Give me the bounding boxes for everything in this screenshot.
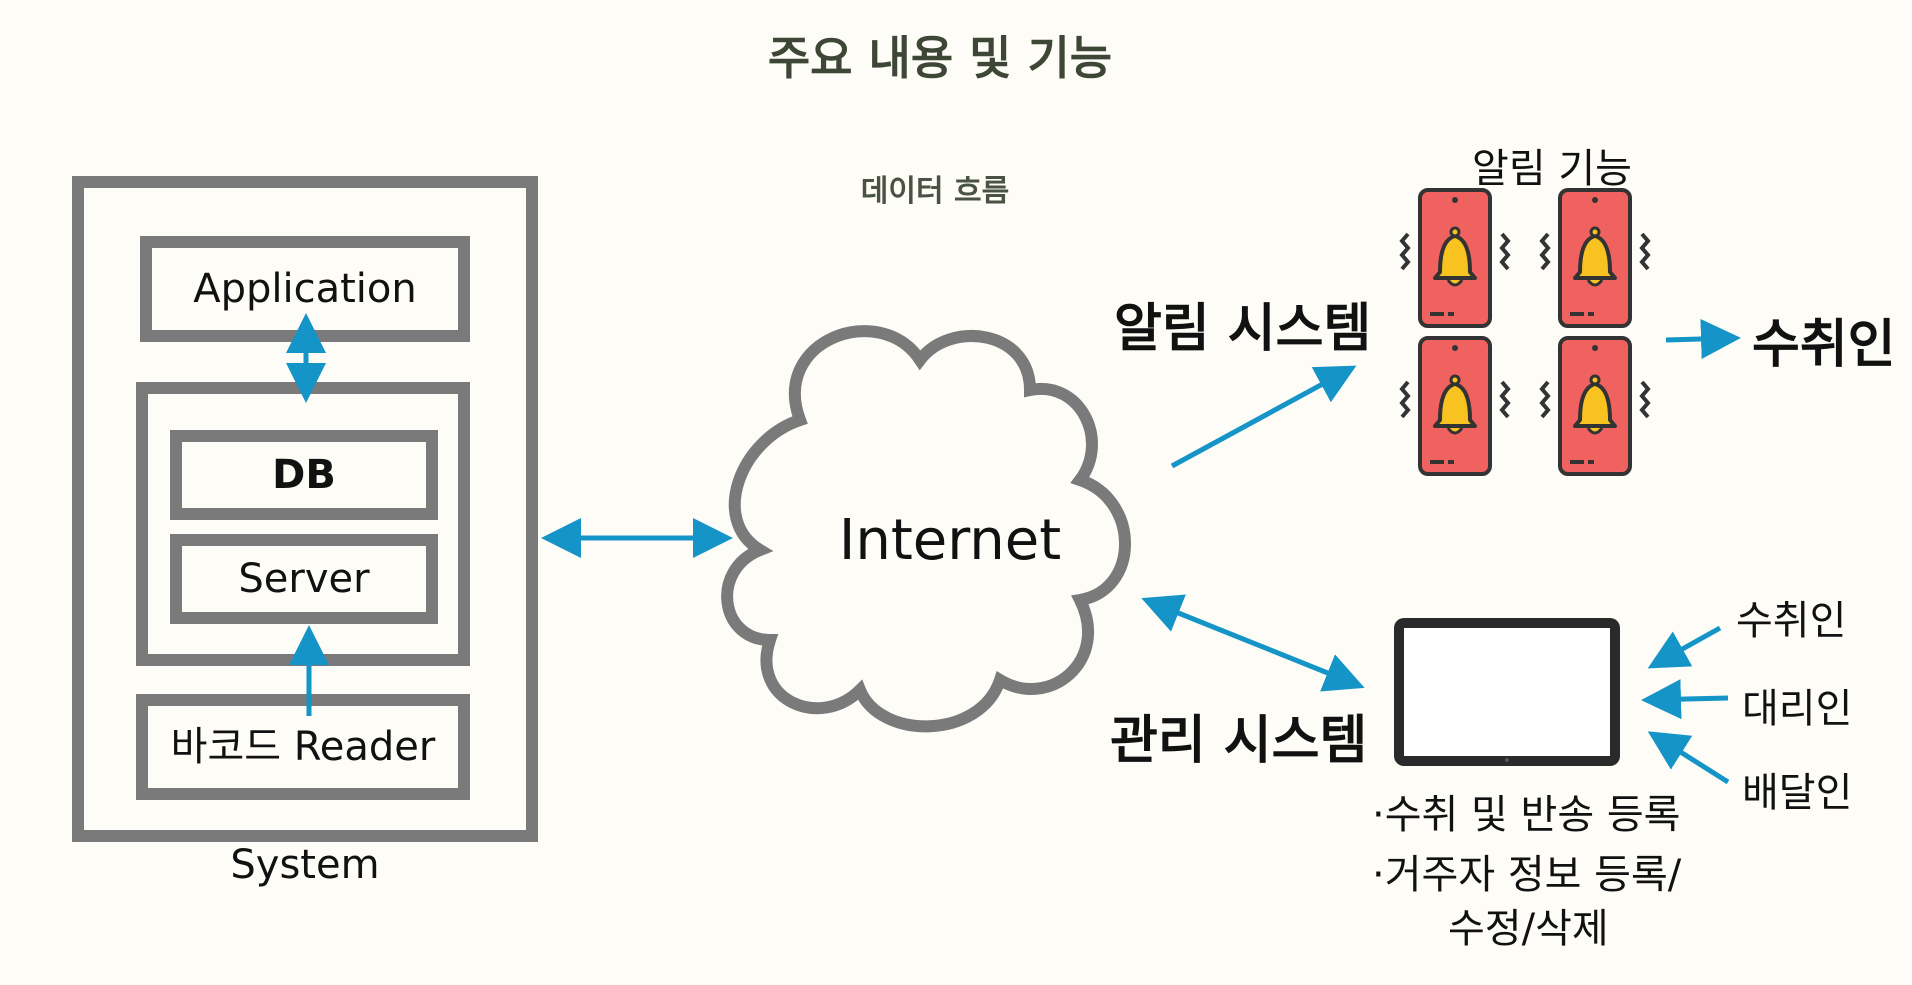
management-system-label: 관리 시스템: [1110, 711, 1368, 771]
tablet-icon: [1394, 618, 1620, 766]
application-label: Application: [193, 266, 417, 312]
actor-courier: 배달인: [1742, 770, 1853, 816]
alarm-recipient-label: 수취인: [1752, 315, 1896, 375]
server-box: Server: [170, 534, 438, 624]
alarm-recipient-arrow: [1665, 319, 1741, 359]
phone-bell-icon: [1540, 336, 1650, 476]
internet-alarm-arrow: [1170, 365, 1357, 469]
internet-label: Internet: [838, 508, 1062, 573]
server-db-container: [136, 382, 470, 666]
phone-bell-icon: [1540, 188, 1650, 328]
alarm-system-label: 알림 시스템: [1114, 299, 1372, 359]
data-flow-label: 데이터 흐름: [860, 174, 1010, 209]
reader-box: 바코드 Reader: [136, 694, 470, 800]
system-container: [72, 176, 538, 842]
courier-tablet-arrow: [1647, 731, 1730, 785]
system-caption: System: [230, 842, 380, 888]
recipient-tablet-arrow: [1647, 625, 1722, 669]
actor-recipient: 수취인: [1736, 598, 1847, 644]
phone-bell-icon: [1400, 188, 1510, 328]
internet-management-arrow: [1141, 594, 1365, 692]
page-title: 주요 내용 및 기능: [767, 31, 1113, 85]
db-label: DB: [272, 452, 336, 498]
server-label: Server: [238, 556, 370, 602]
feature-item-1: ·수취 및 반송 등록: [1372, 792, 1681, 838]
proxy-tablet-arrow: [1641, 679, 1729, 720]
application-box: Application: [140, 236, 470, 342]
feature-item-3: 수정/삭제: [1448, 906, 1609, 952]
alarm-header: 알림 기능: [1472, 146, 1632, 192]
internet-cloud-icon: [721, 325, 1131, 733]
actor-proxy: 대리인: [1742, 686, 1853, 732]
phone-bell-icon: [1400, 336, 1510, 476]
db-box: DB: [170, 430, 438, 520]
feature-item-2: ·거주자 정보 등록/: [1372, 852, 1682, 898]
reader-label: 바코드 Reader: [170, 724, 436, 770]
